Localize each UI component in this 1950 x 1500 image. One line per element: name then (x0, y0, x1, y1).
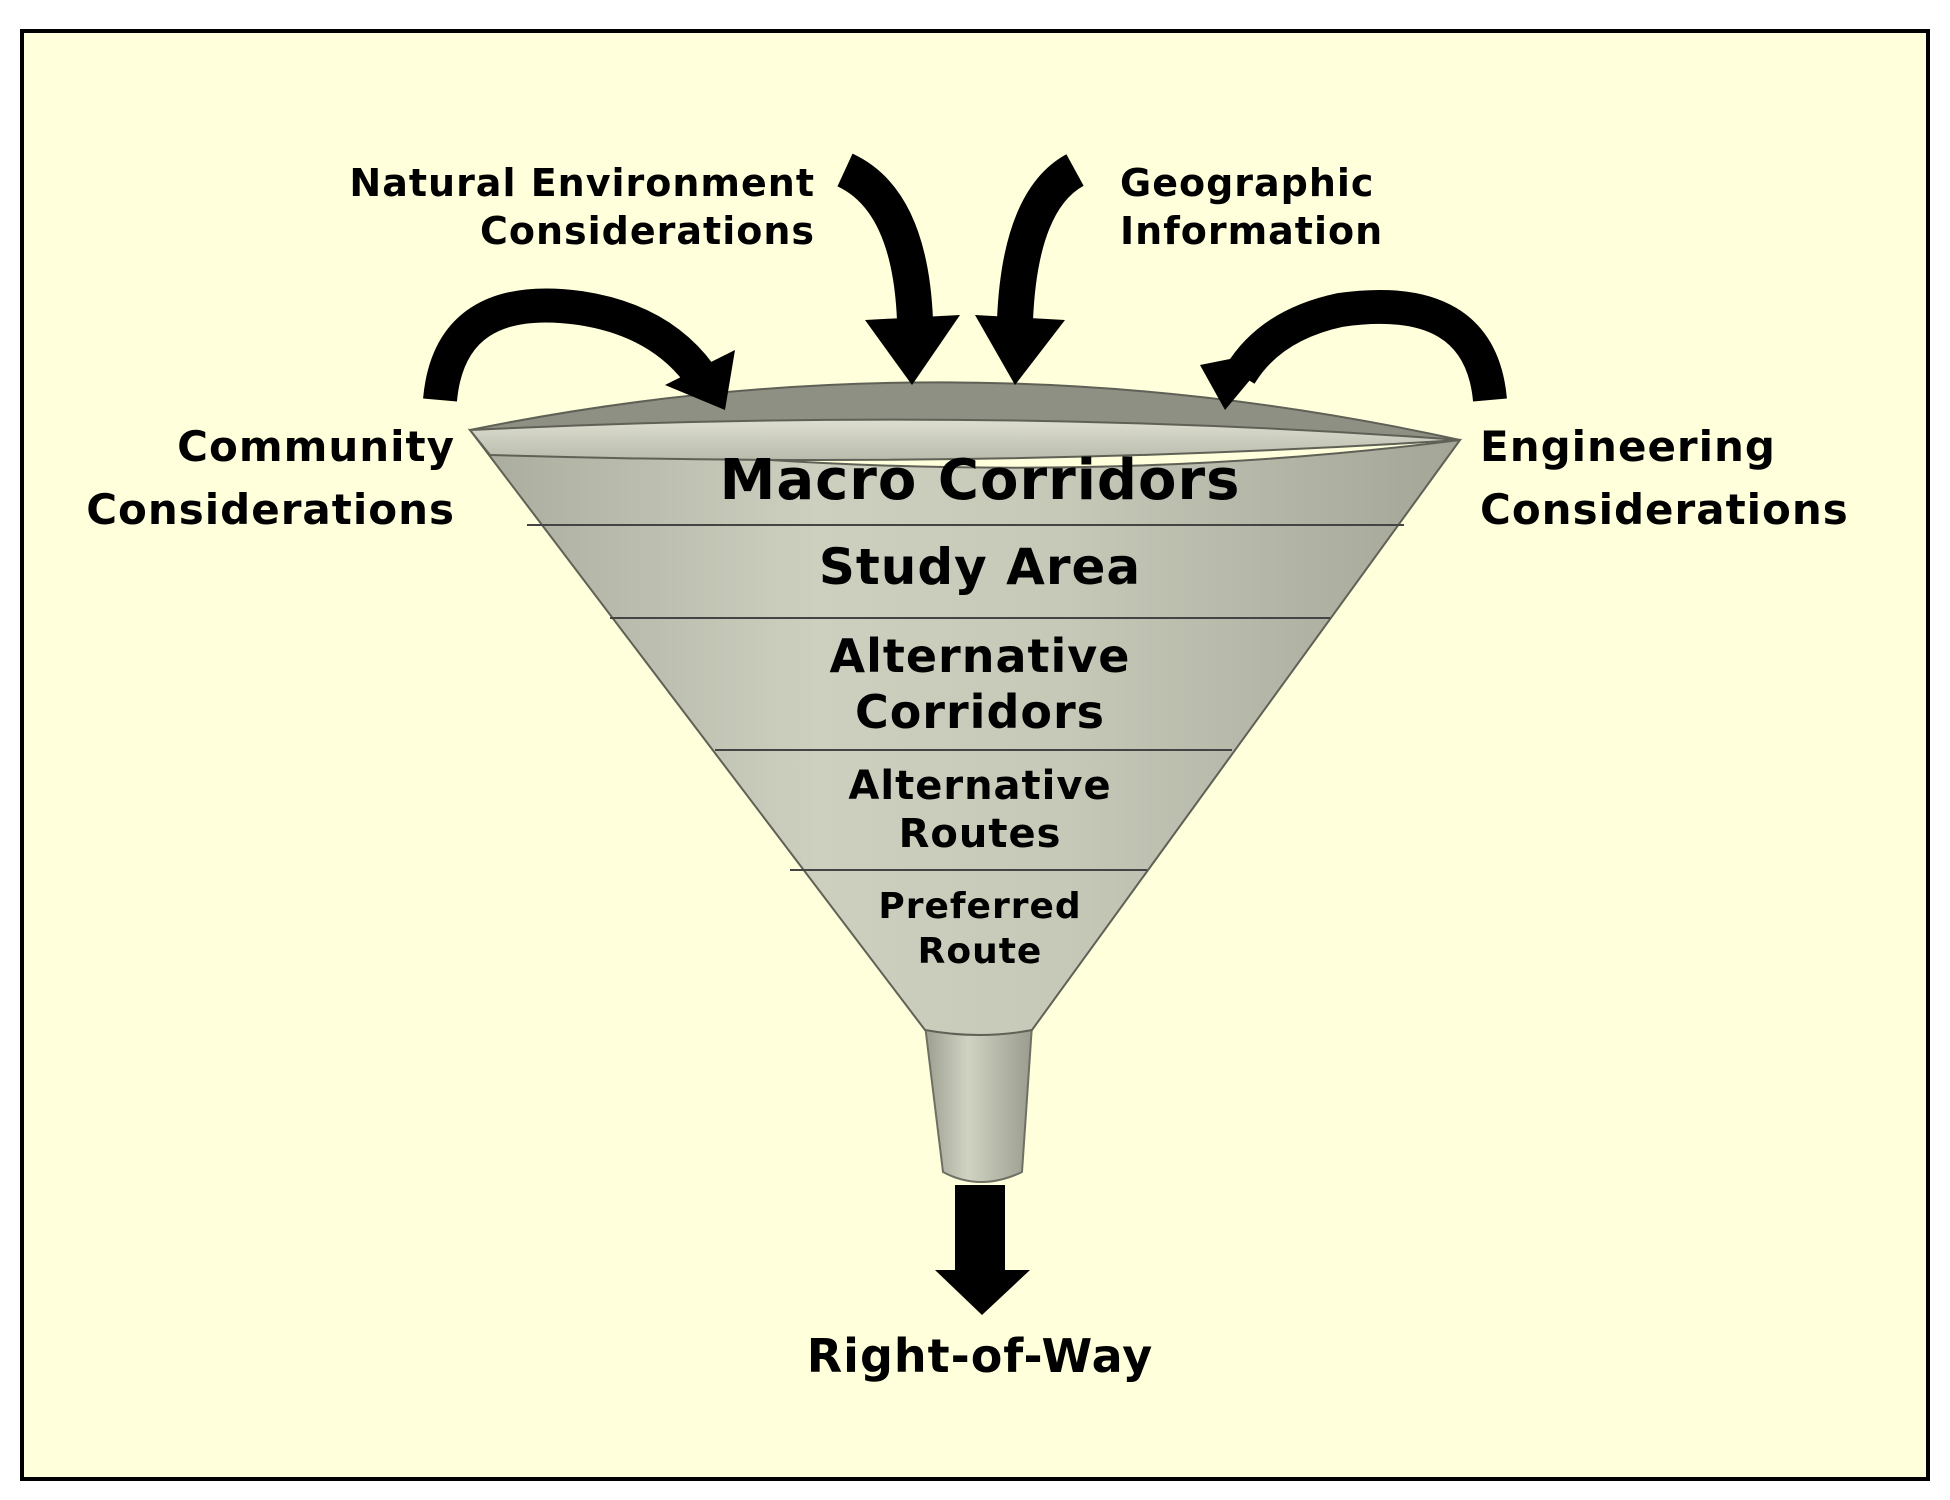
natural-environment-line-1: Natural Environment (349, 161, 815, 205)
stage-preferred-route-line-2: Route (917, 931, 1043, 972)
output-arrow-shaft-icon (955, 1185, 1005, 1275)
geographic-arrow-icon (997, 154, 1085, 321)
natural-environment-label: Natural Environment Considerations (349, 160, 815, 255)
natural-environment-line-2: Considerations (479, 208, 815, 253)
stage-alternative-corridors-line-2: Corridors (854, 685, 1106, 740)
stage-alternative-routes: Alternative Routes (680, 762, 1280, 858)
funnel-rim (467, 418, 1461, 461)
stage-alternative-routes-line-2: Routes (898, 811, 1062, 857)
stage-study-area: Study Area (680, 540, 1280, 595)
engineering-arrow-icon (1225, 290, 1507, 403)
engineering-arrowhead-icon (1200, 350, 1275, 410)
geographic-label: Geographic Information (1120, 160, 1383, 255)
geographic-arrowhead-icon (975, 315, 1065, 385)
community-line-1: Community (177, 422, 455, 471)
stage-alternative-routes-line-1: Alternative (848, 763, 1112, 809)
community-arrow-icon (423, 288, 714, 403)
stage-preferred-route: Preferred Route (680, 884, 1280, 974)
community-arrowhead-icon (665, 350, 735, 410)
engineering-line-2: Considerations (1480, 485, 1849, 534)
stage-alternative-corridors: Alternative Corridors (680, 628, 1280, 740)
geographic-line-2: Information (1120, 208, 1384, 253)
stage-study-area-text: Study Area (818, 538, 1142, 596)
natural-environment-arrow-icon (836, 153, 933, 321)
stage-macro-corridors: Macro Corridors (680, 450, 1280, 512)
natural-environment-arrowhead-icon (865, 315, 960, 385)
stage-macro-corridors-text: Macro Corridors (719, 448, 1241, 513)
community-line-2: Considerations (86, 485, 455, 534)
right-of-way-label: Right-of-Way (806, 1329, 1154, 1383)
stage-alternative-corridors-line-1: Alternative (829, 629, 1131, 683)
stage-preferred-route-line-1: Preferred (878, 886, 1082, 927)
engineering-label: Engineering Considerations (1480, 415, 1849, 541)
output-arrowhead-icon (935, 1270, 1030, 1315)
geographic-line-1: Geographic (1120, 161, 1375, 205)
funnel-spout (923, 1024, 1034, 1183)
engineering-line-1: Engineering (1480, 422, 1776, 471)
community-label: Community Considerations (86, 415, 455, 541)
